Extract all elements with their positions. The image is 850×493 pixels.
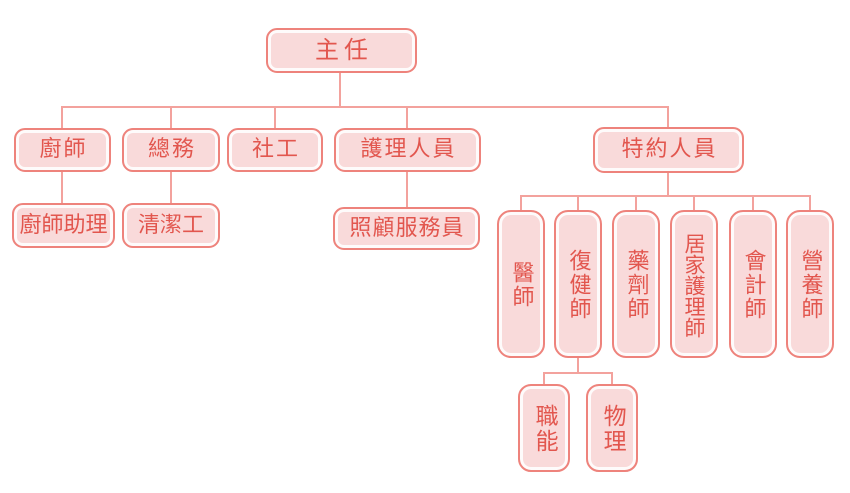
connector-drop-occupational (543, 372, 545, 384)
connector-drop-accountant (752, 195, 754, 210)
org-node-chef-assistant-label: 廚師助理 (19, 212, 108, 238)
org-node-nursing-staff-label: 護理人員 (360, 137, 457, 163)
connector-cleaner (170, 172, 172, 203)
connector-level2-horizontal (61, 106, 669, 108)
connector-drop-home-care-nurse (693, 195, 695, 210)
org-node-occupational: 職能 (518, 384, 570, 472)
org-node-pharmacist: 藥劑師 (612, 210, 660, 358)
org-node-pharmacist-label: 藥劑師 (623, 249, 649, 321)
connector-contracted-horizontal (520, 195, 811, 197)
org-node-doctor-label: 醫師 (508, 261, 534, 309)
org-node-social-worker: 社工 (227, 128, 323, 172)
org-node-rehab-therapist: 復健師 (554, 210, 602, 358)
connector-drop-nursing (406, 106, 408, 130)
connector-drop-nutritionist (809, 195, 811, 210)
org-node-cleaner: 清潔工 (122, 203, 220, 248)
org-node-cleaner-label: 清潔工 (137, 212, 204, 238)
org-node-general-affairs: 總務 (122, 128, 220, 172)
org-node-chef-assistant: 廚師助理 (12, 203, 115, 248)
connector-drop-pharmacist (635, 195, 637, 210)
org-node-accountant-label: 會計師 (740, 249, 766, 321)
connector-drop-rehab (577, 195, 579, 210)
org-node-contracted-staff-label: 特約人員 (621, 137, 718, 163)
org-node-nursing-staff: 護理人員 (334, 128, 481, 172)
org-node-chef-label: 廚師 (39, 137, 88, 163)
org-node-accountant: 會計師 (729, 210, 777, 358)
org-node-doctor: 醫師 (497, 210, 545, 358)
org-node-social-worker-label: 社工 (251, 137, 300, 163)
org-node-chef: 廚師 (14, 128, 111, 172)
org-node-contracted-staff: 特約人員 (593, 127, 744, 173)
org-node-care-worker-label: 照顧服務員 (349, 215, 465, 241)
connector-chef-assistant (61, 172, 63, 203)
org-node-physical-label: 物理 (599, 404, 626, 454)
org-node-general-affairs-label: 總務 (147, 137, 196, 163)
org-node-nutritionist: 營養師 (786, 210, 834, 358)
connector-drop-chef (61, 106, 63, 130)
connector-rehab-horizontal (543, 372, 613, 374)
connector-drop-social-worker (274, 106, 276, 130)
connector-rehab-vertical (577, 358, 579, 373)
connector-contracted-vertical (667, 173, 669, 196)
org-node-home-care-nurse: 居家護理師 (670, 210, 718, 358)
org-node-physical: 物理 (586, 384, 638, 472)
connector-care-worker (406, 172, 408, 207)
org-node-director: 主任 (266, 28, 417, 73)
org-node-nutritionist-label: 營養師 (797, 249, 823, 321)
org-node-director-label: 主任 (315, 35, 373, 64)
org-node-occupational-label: 職能 (531, 404, 558, 454)
org-node-care-worker: 照顧服務員 (333, 207, 480, 250)
connector-drop-general-affairs (170, 106, 172, 130)
connector-root-vertical (339, 73, 341, 107)
org-node-rehab-therapist-label: 復健師 (565, 249, 591, 321)
connector-drop-physical (611, 372, 613, 384)
connector-drop-doctor (520, 195, 522, 210)
connector-drop-contracted (667, 106, 669, 130)
org-node-home-care-nurse-label: 居家護理師 (682, 232, 707, 338)
